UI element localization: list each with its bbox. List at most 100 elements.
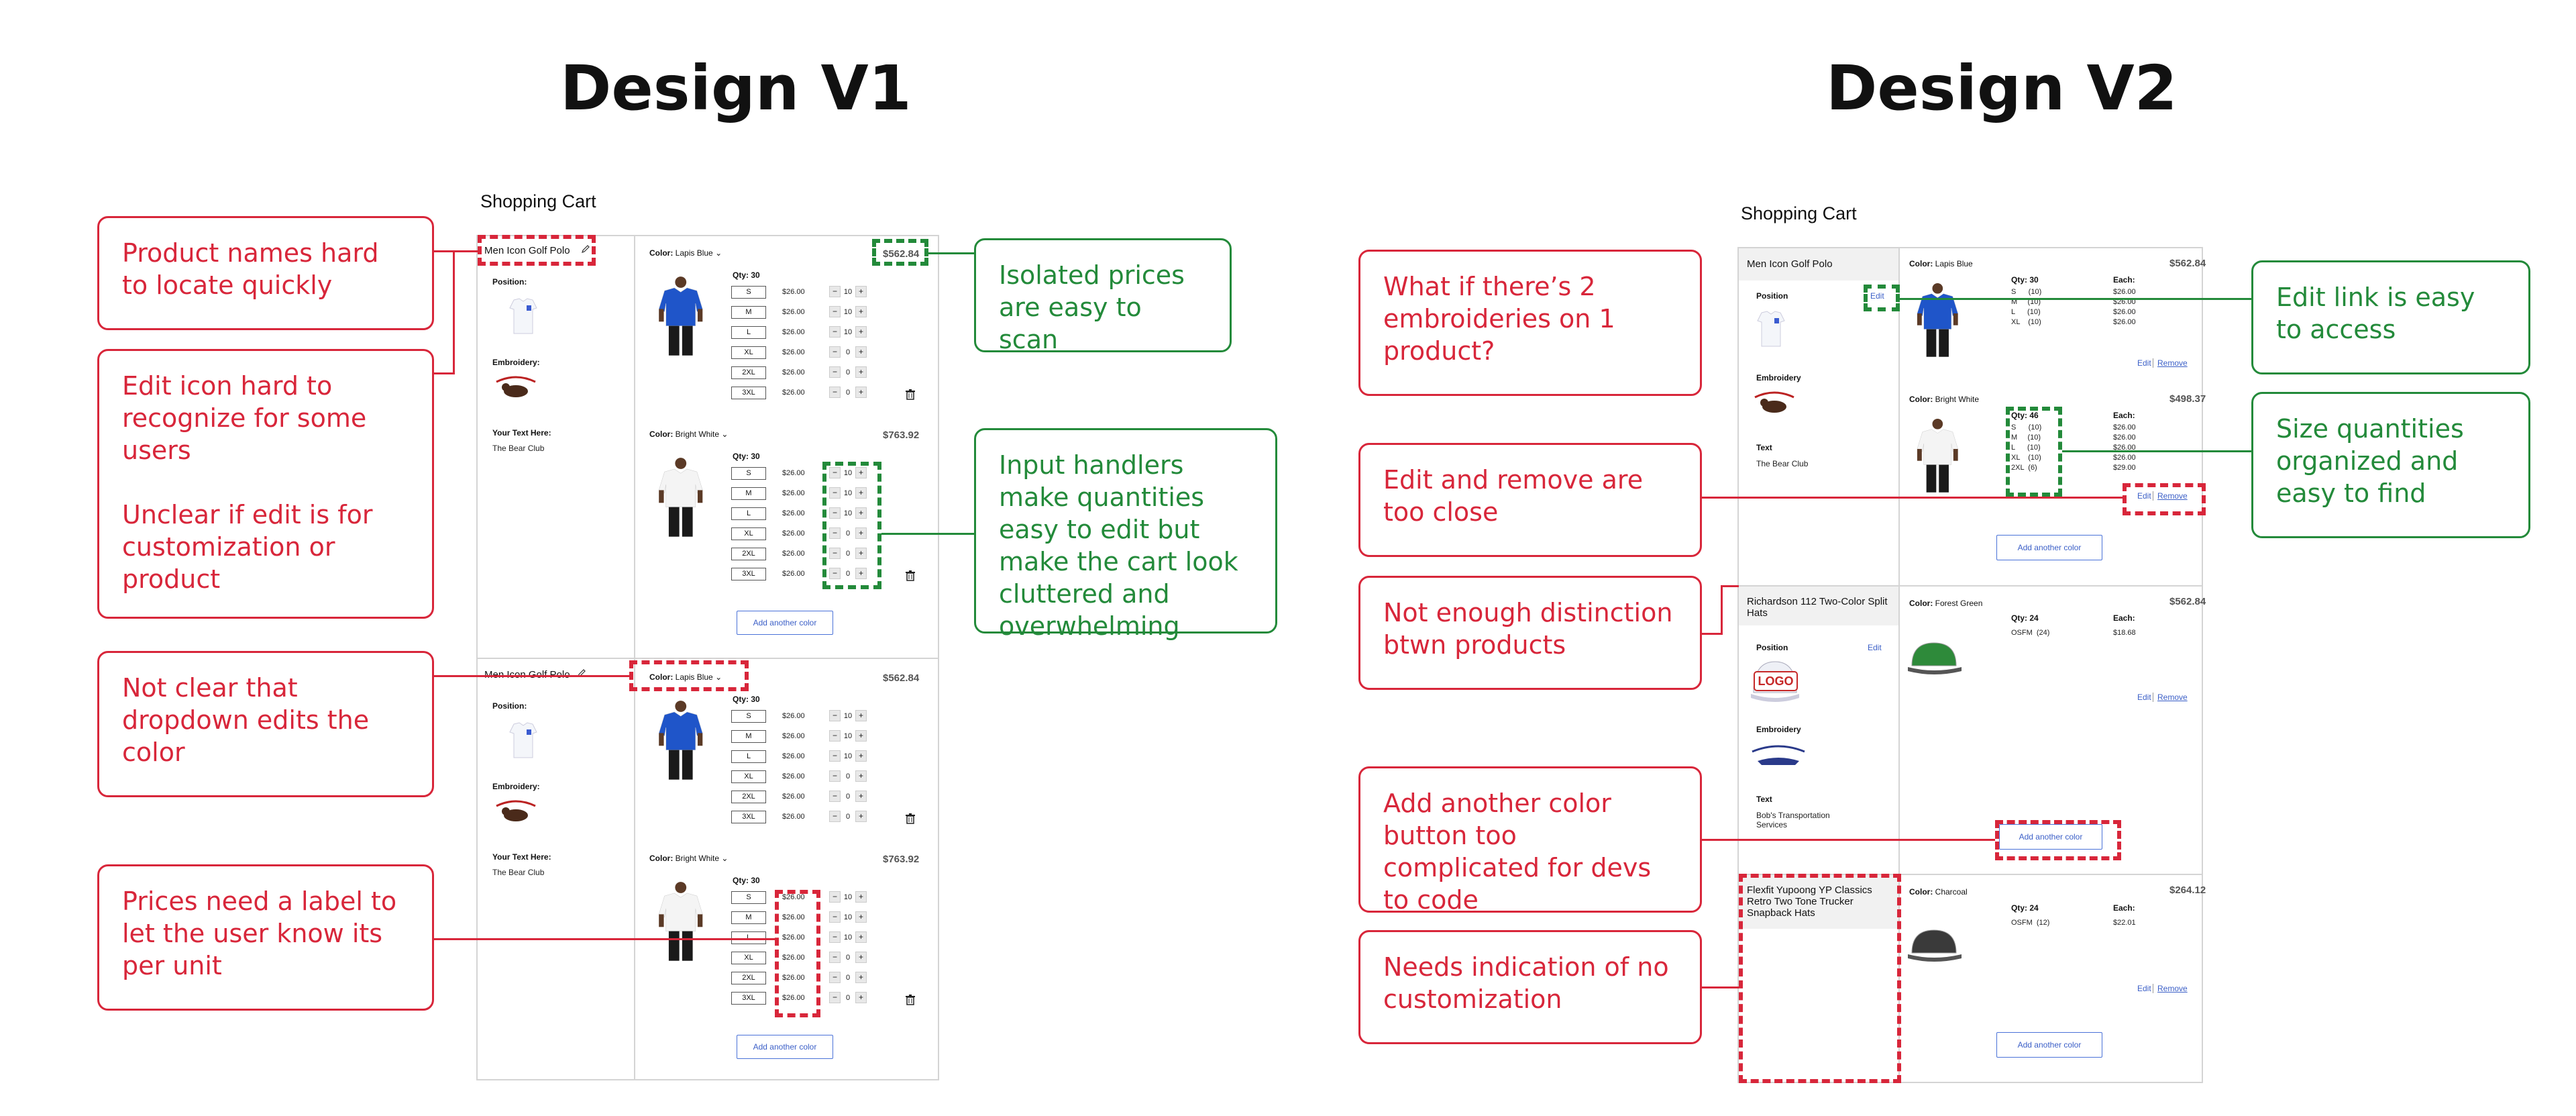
quantity-value: 10 — [843, 489, 853, 497]
trash-icon[interactable] — [906, 813, 915, 824]
quantity-stepper[interactable]: −0+ — [829, 366, 867, 378]
quantity-stepper[interactable]: −0+ — [829, 972, 867, 983]
plus-button[interactable]: + — [855, 366, 867, 378]
minus-button[interactable]: − — [829, 791, 841, 802]
minus-button[interactable]: − — [829, 548, 841, 559]
minus-button[interactable]: − — [829, 972, 841, 983]
minus-button[interactable]: − — [829, 568, 841, 579]
minus-button[interactable]: − — [829, 507, 841, 519]
color-dropdown[interactable]: Color: Lapis Blue ⌄ — [649, 672, 722, 682]
plus-button[interactable]: + — [855, 507, 867, 519]
quantity-stepper[interactable]: −10+ — [829, 487, 867, 499]
minus-button[interactable]: − — [829, 387, 841, 398]
minus-button[interactable]: − — [829, 346, 841, 358]
minus-button[interactable]: − — [829, 306, 841, 317]
plus-button[interactable]: + — [855, 548, 867, 559]
plus-button[interactable]: + — [855, 286, 867, 297]
quantity-stepper[interactable]: −0+ — [829, 548, 867, 559]
minus-button[interactable]: − — [829, 770, 841, 782]
quantity-stepper[interactable]: −10+ — [829, 750, 867, 762]
minus-button[interactable]: − — [829, 811, 841, 822]
plus-button[interactable]: + — [855, 568, 867, 579]
edit-customization-link[interactable]: Edit — [1870, 291, 1884, 301]
minus-button[interactable]: − — [829, 286, 841, 297]
plus-button[interactable]: + — [855, 750, 867, 762]
edit-color-link[interactable]: Edit — [2137, 358, 2151, 368]
minus-button[interactable]: − — [829, 710, 841, 721]
plus-button[interactable]: + — [855, 467, 867, 478]
minus-button[interactable]: − — [829, 467, 841, 478]
edit-color-link[interactable]: Edit — [2137, 693, 2151, 702]
add-color-button[interactable]: Add another color — [1996, 535, 2102, 560]
minus-button[interactable]: − — [829, 730, 841, 742]
minus-button[interactable]: − — [829, 366, 841, 378]
plus-button[interactable]: + — [855, 911, 867, 923]
plus-button[interactable]: + — [855, 527, 867, 539]
minus-button[interactable]: − — [829, 487, 841, 499]
trash-icon[interactable] — [906, 570, 915, 581]
remove-color-link[interactable]: Remove — [2157, 984, 2188, 993]
remove-color-link[interactable]: Remove — [2157, 693, 2188, 702]
minus-button[interactable]: − — [829, 911, 841, 923]
minus-button[interactable]: − — [829, 952, 841, 963]
v2-connector — [1721, 585, 1739, 587]
plus-button[interactable]: + — [855, 346, 867, 358]
plus-button[interactable]: + — [855, 487, 867, 499]
plus-button[interactable]: + — [855, 791, 867, 802]
minus-button[interactable]: − — [829, 326, 841, 338]
add-color-button[interactable]: Add another color — [737, 1035, 833, 1059]
color-dropdown[interactable]: Color: Lapis Blue ⌄ — [649, 248, 722, 258]
pencil-icon[interactable] — [581, 244, 590, 254]
quantity-stepper[interactable]: −0+ — [829, 346, 867, 358]
quantity-stepper[interactable]: −0+ — [829, 791, 867, 802]
plus-button[interactable]: + — [855, 387, 867, 398]
quantity-stepper[interactable]: −0+ — [829, 387, 867, 398]
plus-button[interactable]: + — [855, 891, 867, 903]
plus-button[interactable]: + — [855, 811, 867, 822]
plus-button[interactable]: + — [855, 931, 867, 943]
quantity-stepper[interactable]: −0+ — [829, 770, 867, 782]
quantity-stepper[interactable]: −10+ — [829, 467, 867, 478]
quantity-stepper[interactable]: −0+ — [829, 811, 867, 822]
quantity-stepper[interactable]: −10+ — [829, 891, 867, 903]
quantity-stepper[interactable]: −10+ — [829, 507, 867, 519]
unit-price: $26.00 — [782, 712, 805, 720]
edit-color-link[interactable]: Edit — [2137, 491, 2151, 501]
quantity-stepper[interactable]: −0+ — [829, 992, 867, 1003]
minus-button[interactable]: − — [829, 750, 841, 762]
remove-color-link[interactable]: Remove — [2157, 491, 2188, 501]
plus-button[interactable]: + — [855, 710, 867, 721]
plus-button[interactable]: + — [855, 326, 867, 338]
plus-button[interactable]: + — [855, 730, 867, 742]
add-color-button[interactable]: Add another color — [1999, 824, 2102, 850]
trash-icon[interactable] — [906, 389, 915, 400]
quantity-stepper[interactable]: −10+ — [829, 306, 867, 317]
trash-icon[interactable] — [906, 995, 915, 1005]
minus-button[interactable]: − — [829, 527, 841, 539]
minus-button[interactable]: − — [829, 992, 841, 1003]
plus-button[interactable]: + — [855, 306, 867, 317]
edit-color-link[interactable]: Edit — [2137, 984, 2151, 993]
plus-button[interactable]: + — [855, 952, 867, 963]
plus-button[interactable]: + — [855, 992, 867, 1003]
quantity-stepper[interactable]: −10+ — [829, 326, 867, 338]
quantity-stepper[interactable]: −0+ — [829, 952, 867, 963]
quantity-stepper[interactable]: −0+ — [829, 527, 867, 539]
add-color-button[interactable]: Add another color — [1996, 1032, 2102, 1058]
color-dropdown[interactable]: Color: Bright White ⌄ — [649, 429, 728, 439]
add-color-button[interactable]: Add another color — [737, 611, 833, 635]
minus-button[interactable]: − — [829, 931, 841, 943]
plus-button[interactable]: + — [855, 972, 867, 983]
plus-button[interactable]: + — [855, 770, 867, 782]
edit-customization-link[interactable]: Edit — [1868, 643, 1882, 652]
color-dropdown[interactable]: Color: Bright White ⌄ — [649, 854, 728, 863]
quantity-stepper[interactable]: −10+ — [829, 286, 867, 297]
size-box: 3XL — [731, 992, 766, 1005]
remove-color-link[interactable]: Remove — [2157, 358, 2188, 368]
quantity-stepper[interactable]: −10+ — [829, 710, 867, 721]
minus-button[interactable]: − — [829, 891, 841, 903]
quantity-stepper[interactable]: −10+ — [829, 911, 867, 923]
quantity-stepper[interactable]: −0+ — [829, 568, 867, 579]
quantity-stepper[interactable]: −10+ — [829, 931, 867, 943]
quantity-stepper[interactable]: −10+ — [829, 730, 867, 742]
